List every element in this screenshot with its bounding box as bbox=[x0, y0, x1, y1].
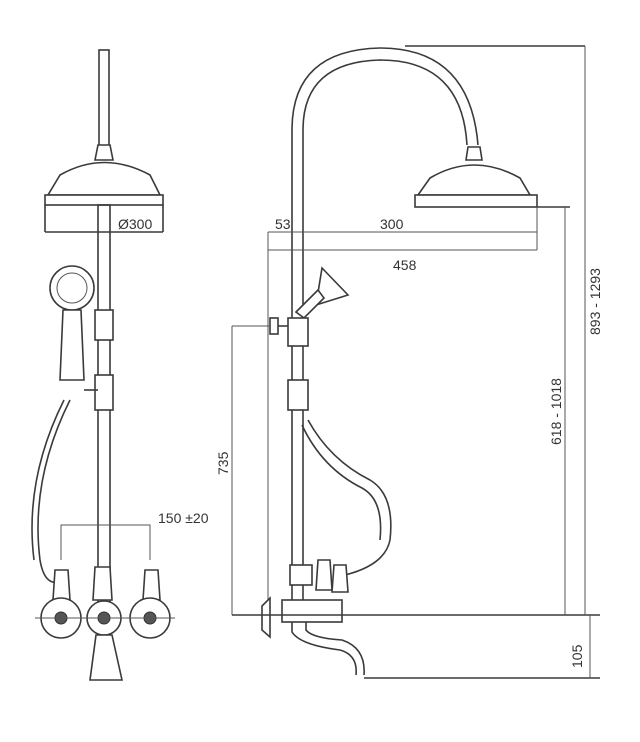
side-shower-head-dome bbox=[416, 164, 532, 196]
side-hose bbox=[307, 419, 392, 576]
head-height-label: 618 - 1018 bbox=[548, 378, 564, 445]
side-mixer-body bbox=[281, 599, 343, 623]
side-bath-spout bbox=[291, 622, 365, 676]
side-valve-handle-2 bbox=[331, 564, 349, 593]
side-wall-bracket bbox=[269, 317, 279, 335]
left-valve-handle bbox=[52, 569, 71, 601]
right-valve-handle bbox=[142, 569, 161, 601]
head-300-dimension bbox=[268, 207, 538, 233]
front-slider bbox=[94, 309, 114, 341]
head-diameter-label: Ø300 bbox=[118, 216, 152, 232]
side-shower-head-rim bbox=[414, 194, 538, 208]
front-head-connector bbox=[94, 144, 114, 161]
front-shower-head-rim bbox=[44, 194, 164, 206]
side-head-connector bbox=[465, 146, 483, 161]
side-arch-pipe-inner bbox=[302, 59, 468, 600]
side-hose-inner bbox=[301, 424, 382, 541]
side-wall-flange bbox=[261, 596, 271, 639]
valve-spacing-label: 150 ±20 bbox=[158, 510, 209, 526]
side-valve-handle-1 bbox=[315, 559, 333, 591]
front-shower-head-dome bbox=[46, 161, 162, 196]
valve-spacing-dimension bbox=[60, 524, 151, 560]
front-spout bbox=[89, 634, 123, 681]
spout-105-label: 105 bbox=[569, 644, 585, 668]
front-top-riser bbox=[98, 49, 110, 151]
front-hand-shower-handle bbox=[59, 309, 85, 381]
front-holder bbox=[94, 374, 114, 411]
offset-53-label: 53 bbox=[275, 216, 291, 232]
diameter-dimension-line bbox=[44, 205, 164, 233]
head-300-label: 300 bbox=[380, 216, 404, 232]
side-holder bbox=[287, 379, 309, 411]
outlet-height-label: 735 bbox=[215, 451, 231, 475]
center-valve-handle bbox=[92, 566, 113, 601]
side-slider bbox=[287, 317, 309, 347]
reach-458-dimension bbox=[268, 232, 538, 251]
front-view: Ø300 150 ±20 bbox=[31, 49, 209, 681]
outlet-height-dimension bbox=[231, 325, 270, 615]
front-hose bbox=[37, 399, 71, 584]
side-diverter bbox=[289, 564, 313, 586]
reach-458-label: 458 bbox=[393, 257, 417, 273]
side-hand-shower-head bbox=[315, 266, 350, 307]
total-height-label: 893 - 1293 bbox=[587, 268, 603, 335]
side-hand-shower-handle bbox=[294, 288, 326, 320]
side-view: 53 300 458 735 618 - 1018 893 - 1293 105 bbox=[215, 45, 603, 679]
side-arch-pipe-outer bbox=[291, 47, 479, 600]
front-hand-shower-face bbox=[56, 272, 88, 304]
front-hose-inner bbox=[31, 399, 65, 561]
